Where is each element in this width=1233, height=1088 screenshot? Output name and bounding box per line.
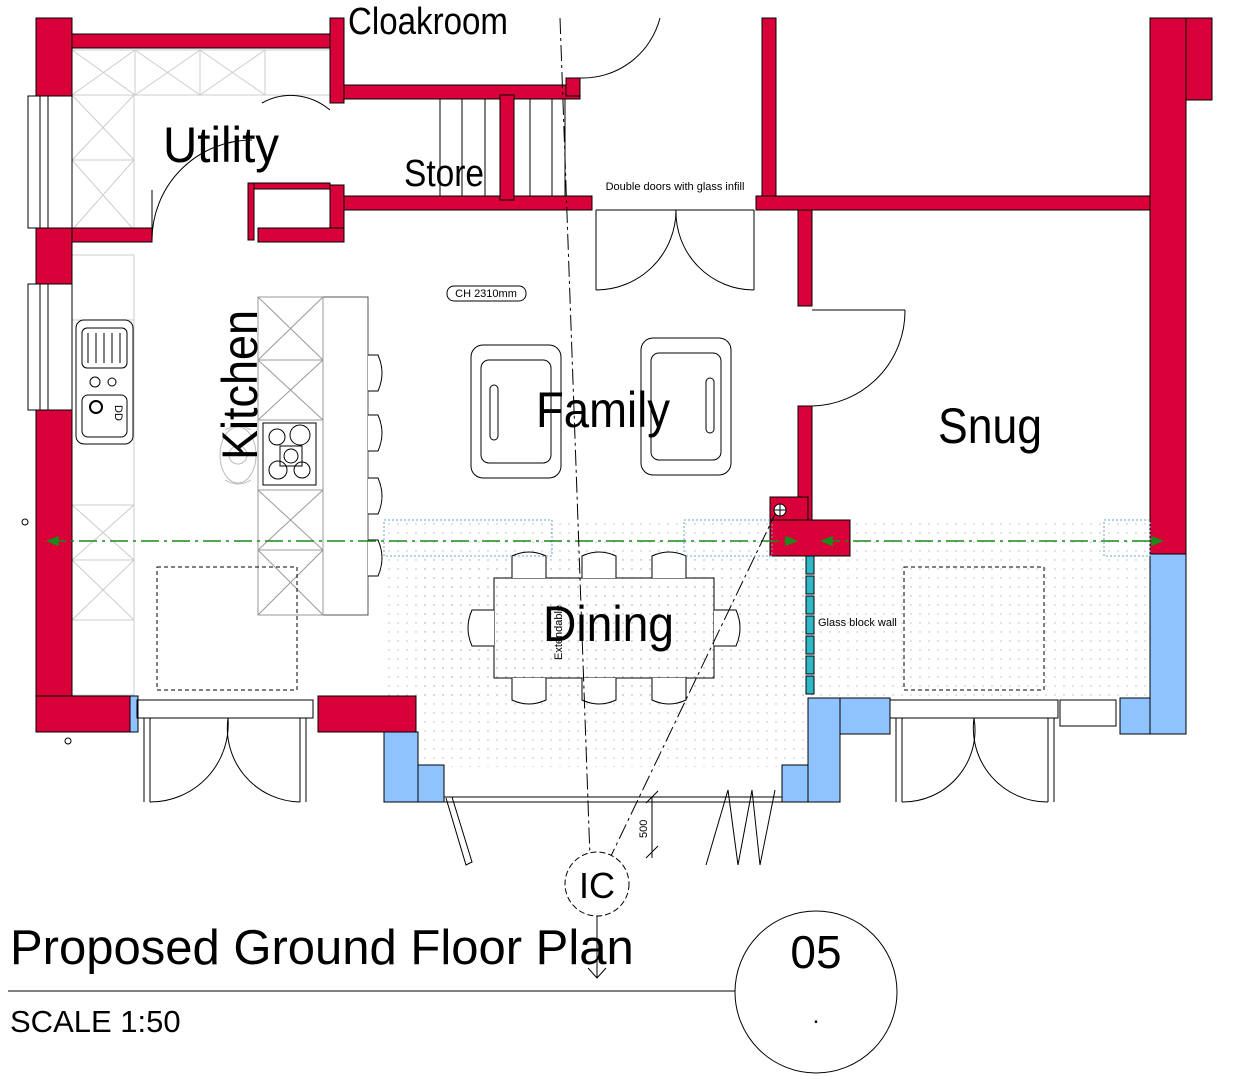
- grid-ref-circle: [64, 737, 72, 745]
- windows: [27, 95, 1117, 727]
- double-doors-note: Double doors with glass infill: [606, 181, 745, 193]
- glass-block-wall-note: Glass block wall: [818, 617, 897, 629]
- ceiling-height-badge: [446, 285, 527, 302]
- room-label-cloakroom: Cloakroom: [348, 1, 508, 43]
- section-line: [45, 535, 1165, 547]
- room-label-dining: Dining: [543, 596, 674, 652]
- new-walls: [129, 553, 1187, 803]
- ceiling-height-label: CH 2310mm: [455, 288, 517, 300]
- door-swings: [136, 17, 1059, 866]
- rooflights: [156, 566, 1045, 691]
- room-label-family: Family: [536, 382, 670, 438]
- armchairs: [470, 337, 732, 479]
- sheet-number-circle: [734, 910, 898, 1074]
- hob-icon: [262, 422, 317, 486]
- kitchen-units: [71, 49, 335, 696]
- kitchen-island: [257, 296, 369, 616]
- section-cut-line: [559, 17, 779, 859]
- steel-beam-outline: [383, 519, 1151, 557]
- sheet-number: 05: [790, 926, 842, 978]
- sink-icon: [75, 319, 134, 445]
- dimension-label: 500: [638, 820, 650, 838]
- existing-walls: [35, 17, 1213, 733]
- dishwasher-label: DD: [112, 405, 124, 421]
- room-label-kitchen: Kitchen: [212, 310, 268, 460]
- drawing-scale: SCALE 1:50: [10, 1004, 181, 1039]
- extendable-note: Extendable: [553, 605, 565, 660]
- dining-chairs: [467, 551, 741, 705]
- room-label-utility: Utility: [163, 117, 279, 173]
- dimension-500: [645, 790, 659, 859]
- room-label-store: Store: [404, 153, 484, 195]
- room-label-snug: Snug: [938, 398, 1042, 454]
- grid-ref-circle: [21, 518, 29, 526]
- sheet-sub-number: .: [812, 1002, 820, 1029]
- extension-floor-hatch-bay: [418, 555, 806, 767]
- bar-stools: [368, 354, 383, 577]
- person-figure-icon: [219, 425, 257, 485]
- glass-block-wall: [805, 555, 815, 695]
- section-marker-label: IC: [579, 865, 615, 906]
- drawing-title: Proposed Ground Floor Plan: [10, 921, 634, 975]
